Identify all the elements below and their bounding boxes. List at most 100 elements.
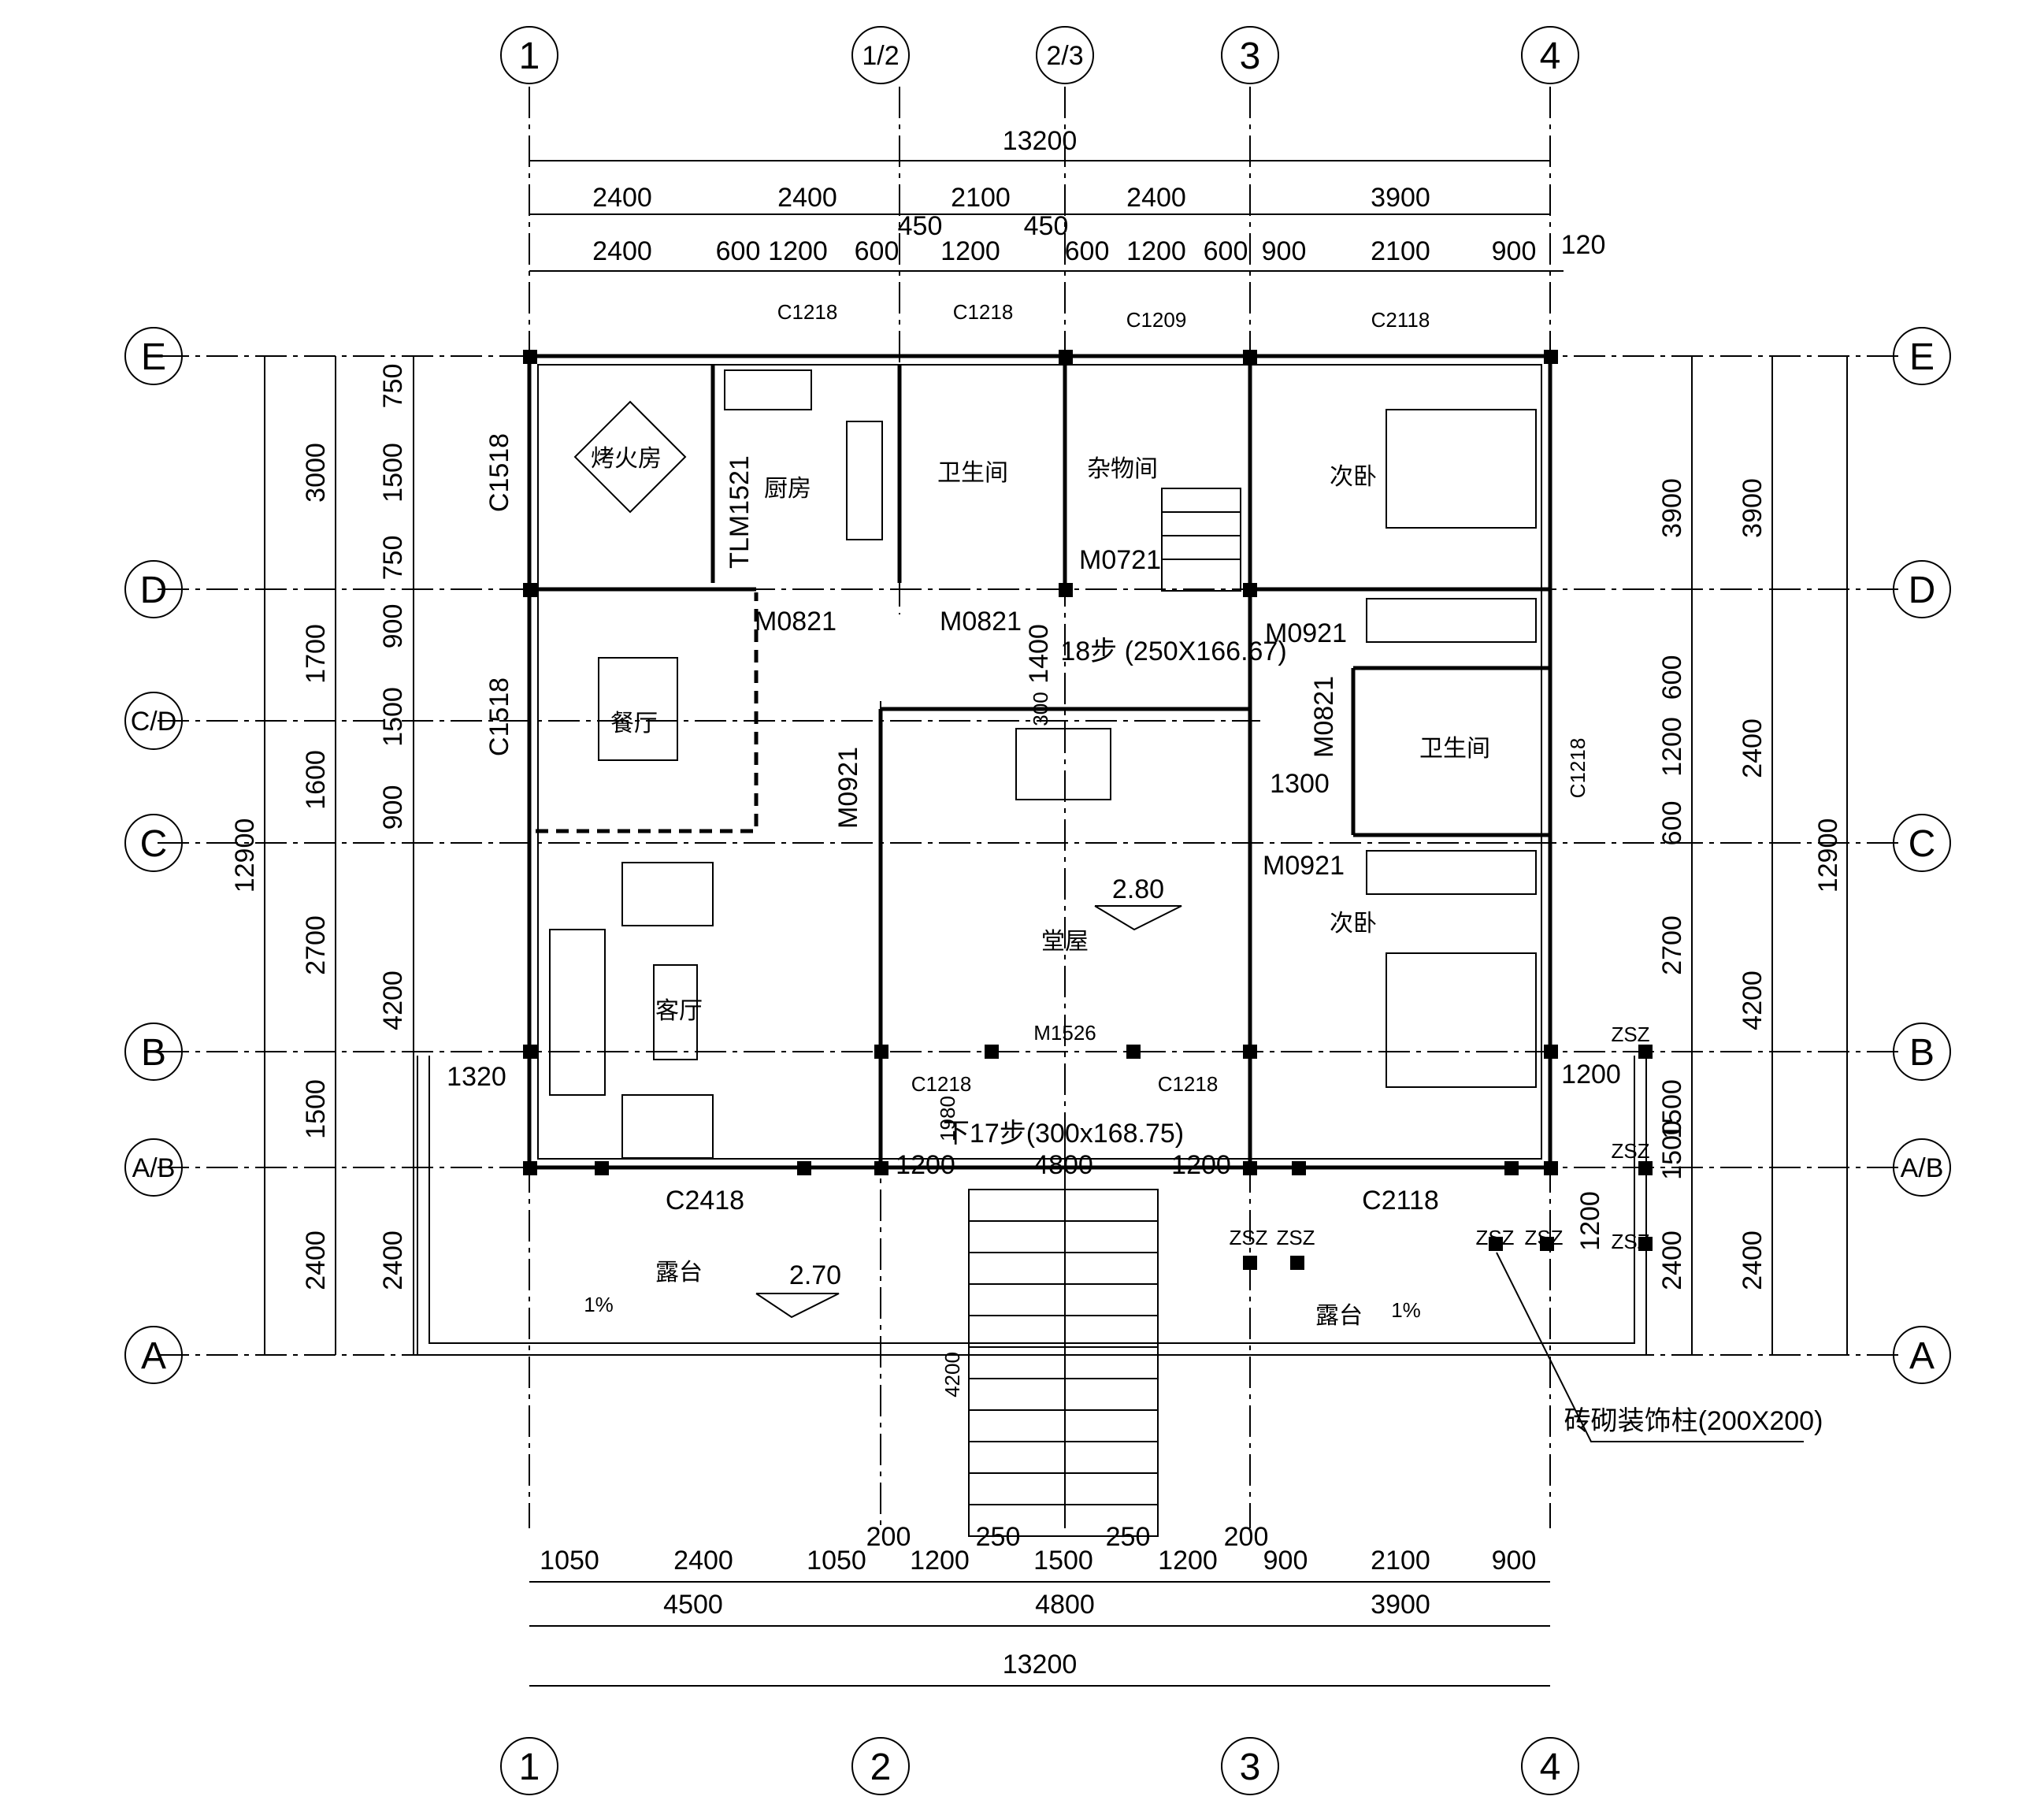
door-label: TLM1521: [725, 455, 755, 569]
door-label: M0921: [1265, 618, 1347, 648]
sofa: [549, 929, 606, 1096]
zsz-label: ZSZ: [1611, 1023, 1649, 1046]
dim-text: 1500: [378, 443, 408, 503]
axis-label: C/D: [131, 707, 177, 737]
grid-lines: [158, 87, 1898, 1528]
zsz-label: ZSZ: [1276, 1226, 1315, 1249]
axis-label: C: [140, 823, 168, 865]
slope-note: 1%: [584, 1293, 614, 1316]
room-terrace2: 露台: [1315, 1303, 1363, 1329]
dim-text: 600: [855, 236, 900, 266]
armchair-2: [621, 1094, 714, 1159]
dim-text: 600: [1204, 236, 1248, 266]
pillar-note: 砖砌装饰柱(200X200): [1564, 1406, 1823, 1436]
dim-text: 4800: [1035, 1590, 1095, 1620]
coffee-table: [653, 964, 698, 1060]
dim-text: 2400: [301, 1230, 331, 1290]
dim-text: 2400: [1657, 1230, 1687, 1290]
dim-text: 1200: [1171, 1150, 1231, 1180]
axis-label: 4: [1540, 35, 1561, 77]
axis-label: A/B: [132, 1153, 176, 1183]
room-wc1: 卫生间: [937, 460, 1008, 486]
dim-text: 1500: [378, 687, 408, 747]
dim-text: 13200: [1003, 126, 1078, 156]
bbq-table: [573, 400, 687, 514]
notes: 18步 (250X166.67) 下17步(300x168.75) 2.80 2…: [447, 624, 1823, 1442]
dim-text: 12900: [230, 818, 260, 893]
axis-label: 3: [1240, 1746, 1261, 1788]
zsz-label: ZSZ: [1475, 1226, 1514, 1249]
dim-text: 600: [716, 236, 761, 266]
window-label: C1218: [1566, 738, 1590, 799]
dim-text: 12900: [1813, 818, 1843, 893]
axis-label: C: [1909, 823, 1936, 865]
dim-text: 1400: [1024, 624, 1054, 684]
dim-text: 1050: [807, 1546, 866, 1576]
furniture: [549, 369, 1537, 1159]
axis-label: B: [1909, 1032, 1935, 1074]
door-label: M1526: [1033, 1021, 1096, 1045]
dim-text: 3900: [1371, 183, 1430, 213]
dim-text: 1500: [1657, 1120, 1687, 1180]
axis-bubbles-top: 1 1/2 2/3 3 4: [500, 26, 1579, 84]
dim-text: 2400: [673, 1546, 733, 1576]
dim-text: 2400: [1126, 183, 1186, 213]
bed-1: [1386, 409, 1537, 529]
walls: [527, 354, 1552, 1170]
dim-text: 13200: [1003, 1650, 1078, 1680]
dim-text: 1200: [1158, 1546, 1218, 1576]
dim-text: 3900: [1738, 478, 1768, 538]
door-label: M0921: [1263, 851, 1345, 881]
dim-text: 2400: [378, 1230, 408, 1290]
window-label: C1218: [1158, 1072, 1219, 1096]
dim-text: 1200: [1657, 717, 1687, 777]
dim-text: 2400: [1738, 718, 1768, 778]
room-dining: 餐厅: [610, 711, 658, 737]
dim-text: 1980: [936, 1096, 959, 1141]
dim-text: 450: [898, 211, 943, 241]
armchair-1: [621, 862, 714, 926]
axis-label: A/B: [1901, 1153, 1944, 1183]
structural-columns: [523, 350, 1653, 1270]
axis-bubbles-left: E D C/D C B A/B A: [124, 327, 183, 1384]
dim-text: 1200: [896, 1150, 955, 1180]
dim-text: 1200: [910, 1546, 970, 1576]
dim-text: 2400: [1738, 1230, 1768, 1290]
slope-note: 1%: [1391, 1298, 1421, 1322]
dim-text: 900: [378, 604, 408, 649]
axis-bubbles-bottom: 1 2 3 4: [500, 1737, 1579, 1795]
dim-text: 1700: [301, 624, 331, 684]
axis-label: E: [1909, 336, 1935, 378]
hall-table: [1015, 728, 1111, 800]
room-bedroom1: 次卧: [1330, 464, 1377, 490]
window-label: C2418: [666, 1186, 744, 1216]
room-wc2: 卫生间: [1419, 736, 1490, 762]
axis-label: 3: [1240, 35, 1261, 77]
door-label: M0721: [1079, 545, 1161, 575]
zsz-label: ZSZ: [1524, 1226, 1563, 1249]
dimensions-right: 12900 3900 2400 4200 1500 2400 3900 600 …: [1575, 356, 1848, 1355]
dim-text: 1200: [1126, 236, 1186, 266]
opening-labels: C1218 C1218 C1209 C2118 C1518 C1518 TLM1…: [484, 300, 1590, 1216]
terrace-outline: [417, 1056, 1647, 1356]
door-label: M0821: [940, 607, 1022, 637]
axis-label: 1/2: [862, 41, 899, 71]
window-label: C1218: [953, 300, 1014, 324]
dim-text: 200: [866, 1522, 911, 1552]
dim-text: 2400: [777, 183, 837, 213]
dim-text: 4800: [1033, 1150, 1093, 1180]
axis-label: D: [1909, 570, 1936, 611]
axis-label: 2: [870, 1746, 892, 1788]
level-hall: 2.80: [1112, 874, 1164, 904]
dim-text: 1500: [301, 1079, 331, 1139]
window-label: C1218: [911, 1072, 972, 1096]
room-storage: 杂物间: [1087, 456, 1158, 482]
dim-text: 1200: [940, 236, 1000, 266]
axis-label: D: [140, 570, 168, 611]
dim-text: 600: [1657, 655, 1687, 700]
wardrobe-1: [1366, 598, 1537, 643]
dimensions-bottom: 1050 2400 1050 200 1200 250 1500 250 120…: [529, 1522, 1550, 1687]
dim-text: 1200: [1561, 1060, 1621, 1089]
dim-text: 4200: [378, 971, 408, 1030]
